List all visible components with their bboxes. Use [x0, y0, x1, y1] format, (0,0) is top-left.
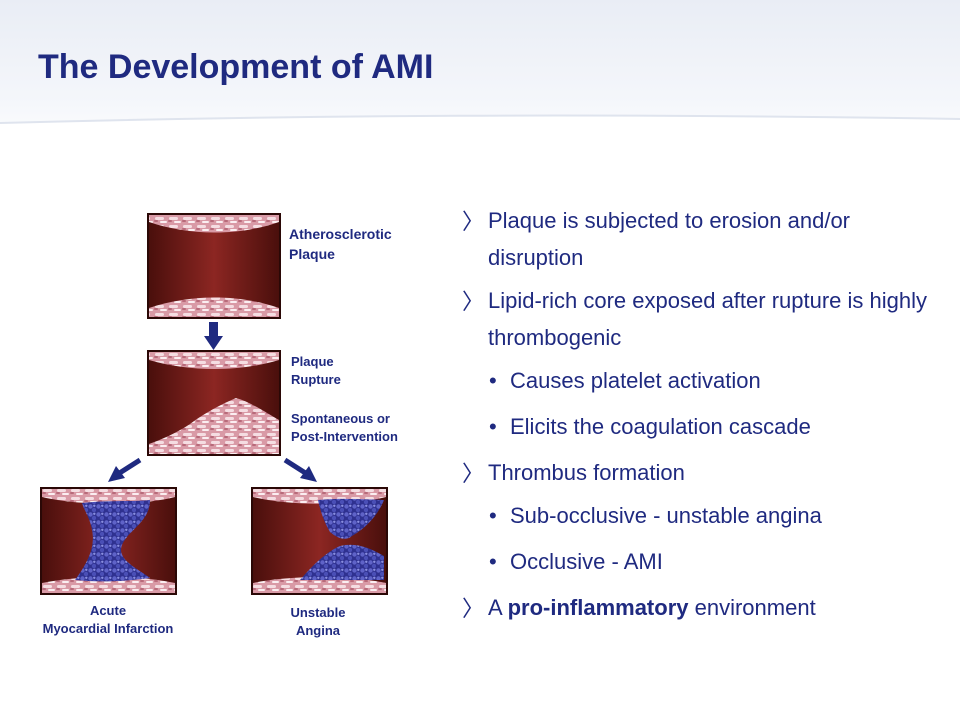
chevron-right-icon: 〉: [462, 210, 485, 235]
header-swoosh: [0, 114, 960, 155]
bullet-dot-icon: •: [489, 503, 497, 528]
diagram-svg: [40, 213, 388, 595]
bullet-dot-icon: •: [489, 368, 497, 393]
bullet-text-suffix: environment: [688, 595, 816, 620]
bullet-text-bold: pro-inflammatory: [507, 595, 689, 620]
bullet-item: 〉 Lipid-rich core exposed after rupture …: [462, 282, 942, 356]
bullet-dot-icon: •: [489, 414, 497, 439]
bullet-text: Occlusive - AMI: [510, 549, 663, 574]
bullet-item: 〉 Plaque is subjected to erosion and/or …: [462, 202, 942, 276]
bullet-text: Lipid-rich core exposed after rupture is…: [488, 288, 928, 350]
label-plaque-rupture: Plaque Rupture: [291, 353, 341, 389]
bullet-list: 〉 Plaque is subjected to erosion and/or …: [462, 202, 942, 632]
arrow-left-diagonal: [108, 457, 142, 482]
arrow-down: [204, 322, 223, 350]
label-line: Rupture: [291, 372, 341, 387]
label-line: Acute: [89, 603, 127, 618]
bullet-item: 〉 Thrombus formation: [462, 454, 942, 491]
label-line: Spontaneous or: [291, 411, 390, 426]
label-line: Plaque: [291, 354, 334, 369]
bullet-text: Plaque is subjected to erosion and/or di…: [488, 208, 851, 270]
sub-bullet-item: • Occlusive - AMI: [462, 543, 942, 580]
label-line: Plaque: [289, 246, 335, 262]
chevron-right-icon: 〉: [462, 462, 485, 487]
bullet-text-prefix: A: [488, 595, 508, 620]
panel-acute-mi: [40, 487, 177, 595]
bullet-item: 〉 A pro-inflammatory environment: [462, 589, 942, 626]
chevron-right-icon: 〉: [462, 597, 485, 622]
bullet-dot-icon: •: [489, 549, 497, 574]
slide-title: The Development of AMI: [38, 48, 434, 86]
label-line: Atherosclerotic: [289, 226, 392, 242]
bullet-text: Sub-occlusive - unstable angina: [510, 503, 822, 528]
sub-bullet-item: • Causes platelet activation: [462, 362, 942, 399]
arrow-right-diagonal: [283, 457, 317, 482]
panel-atherosclerotic-plaque: [147, 213, 281, 319]
sub-bullet-item: • Elicits the coagulation cascade: [462, 408, 942, 445]
ami-diagram: Atherosclerotic Plaque Plaque Rupture Sp…: [0, 0, 460, 720]
sub-bullet-item: • Sub-occlusive - unstable angina: [462, 497, 942, 534]
bullet-text: Causes platelet activation: [510, 368, 761, 393]
label-line: Unstable: [290, 605, 346, 620]
label-line: Post-Intervention: [291, 429, 398, 444]
bullet-text: Elicits the coagulation cascade: [510, 414, 811, 439]
panel-plaque-rupture: [147, 350, 281, 456]
label-line: Myocardial Infarction: [42, 621, 174, 636]
label-line: Angina: [295, 623, 341, 638]
label-unstable-angina: Unstable Angina: [258, 604, 378, 640]
chevron-right-icon: 〉: [462, 290, 485, 315]
bullet-text: Thrombus formation: [488, 460, 685, 485]
label-spontaneous: Spontaneous or Post-Intervention: [291, 410, 398, 446]
label-atherosclerotic-plaque: Atherosclerotic Plaque: [289, 224, 392, 264]
label-acute-mi: Acute Myocardial Infarction: [18, 602, 198, 638]
panel-unstable-angina: [251, 487, 388, 595]
